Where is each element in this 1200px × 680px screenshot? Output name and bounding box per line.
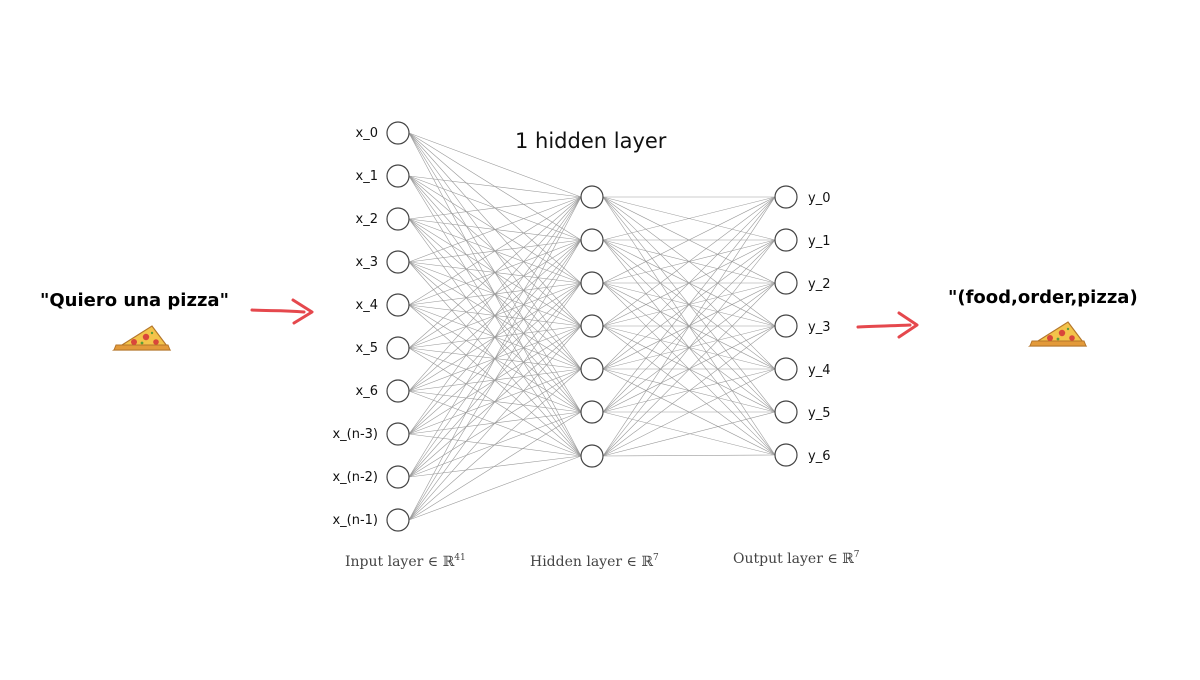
output-node <box>774 185 798 209</box>
edge-input-hidden <box>408 175 582 198</box>
input-node <box>386 336 410 360</box>
edge-hidden-output <box>602 196 776 284</box>
input-node-label: x_0 <box>356 126 378 141</box>
edge-hidden-output <box>602 239 776 457</box>
input-arrow <box>250 308 306 314</box>
edge-hidden-output <box>602 368 776 413</box>
input-node <box>386 465 410 489</box>
input-node <box>386 508 410 532</box>
input-node <box>386 164 410 188</box>
input-node-label: x_5 <box>356 341 378 356</box>
input-node <box>386 250 410 274</box>
edge-input-hidden <box>408 390 582 457</box>
diagram-title: 1 hidden layer <box>515 129 667 153</box>
hidden-node <box>580 357 604 381</box>
edge-input-hidden <box>408 455 582 521</box>
input-arrow-head <box>291 298 314 325</box>
hidden-node <box>580 185 604 209</box>
input-node-label: x_(n-2) <box>332 470 378 485</box>
hidden-node <box>580 400 604 424</box>
output-node <box>774 314 798 338</box>
output-node-label: y_2 <box>808 277 830 292</box>
edge-hidden-output <box>602 282 776 413</box>
edge-hidden-output <box>602 196 776 241</box>
edge-input-hidden <box>408 196 582 263</box>
output-arrow <box>856 323 912 329</box>
input-node <box>386 121 410 145</box>
edge-hidden-output <box>602 411 776 457</box>
output-node-label: y_1 <box>808 234 830 249</box>
input-node <box>386 293 410 317</box>
edge-input-hidden <box>408 282 582 521</box>
input-node <box>386 422 410 446</box>
edge-hidden-output <box>602 196 776 413</box>
edge-input-hidden <box>408 433 582 457</box>
edge-input-hidden <box>408 239 582 521</box>
input-node-label: x_2 <box>356 212 378 227</box>
output-arrow-head <box>897 311 919 339</box>
output-node-label: y_6 <box>808 449 830 464</box>
output-node <box>774 228 798 252</box>
edge-input-hidden <box>408 196 582 478</box>
edge-input-hidden <box>408 368 582 521</box>
hidden-node <box>580 314 604 338</box>
output-sentence: "(food,order,pizza) <box>948 287 1138 308</box>
input-layer-caption: Input layer ∈ ℝ41 <box>345 553 466 570</box>
edge-input-hidden <box>408 196 582 435</box>
output-node <box>774 400 798 424</box>
edge-hidden-output <box>602 454 776 457</box>
output-node-label: y_4 <box>808 363 830 378</box>
node-labels: x_0 x_1 x_2 x_3 x_4 x_5 x_6 x_(n-3) x_(n-2) x_(n-… <box>332 126 830 528</box>
input-node <box>386 379 410 403</box>
edge-input-hidden <box>408 196 582 521</box>
edge-input-hidden <box>408 196 582 306</box>
hidden-node <box>580 228 604 252</box>
input-node <box>386 207 410 231</box>
pizza-slice-icon <box>1027 321 1088 347</box>
edge-input-hidden <box>408 196 582 349</box>
pizza-slice-icon <box>111 325 172 351</box>
output-layer-caption: Output layer ∈ ℝ7 <box>733 550 860 567</box>
output-node-label: y_5 <box>808 406 830 421</box>
edge-hidden-output <box>602 368 776 457</box>
hidden-layer-caption: Hidden layer ∈ ℝ7 <box>530 553 659 570</box>
output-node <box>774 357 798 381</box>
input-node-label: x_1 <box>356 169 378 184</box>
input-node-label: x_(n-1) <box>332 513 378 528</box>
edge-hidden-output <box>602 196 776 327</box>
output-node <box>774 443 798 467</box>
hidden-node <box>580 271 604 295</box>
input-node-label: x_4 <box>356 298 378 313</box>
output-node-label: y_0 <box>808 191 830 206</box>
network-nodes <box>386 121 798 532</box>
edge-input-hidden <box>408 325 582 521</box>
edge-hidden-output <box>602 411 776 456</box>
edge-hidden-output <box>602 325 776 413</box>
edge-hidden-output <box>602 325 776 457</box>
input-node-label: x_3 <box>356 255 378 270</box>
edge-hidden-output <box>602 196 776 457</box>
edge-input-hidden <box>408 411 582 521</box>
output-node <box>774 271 798 295</box>
edge-input-hidden <box>408 455 582 478</box>
hidden-node <box>580 444 604 468</box>
input-sentence: "Quiero una pizza" <box>40 290 229 311</box>
edge-hidden-output <box>602 196 776 370</box>
edge-input-hidden <box>408 132 582 198</box>
output-node-label: y_3 <box>808 320 830 335</box>
edge-input-hidden <box>408 196 582 220</box>
edge-input-hidden <box>408 196 582 392</box>
connection-edges <box>408 132 776 521</box>
edge-hidden-output <box>602 282 776 457</box>
input-node-label: x_6 <box>356 384 378 399</box>
input-node-label: x_(n-3) <box>332 427 378 442</box>
